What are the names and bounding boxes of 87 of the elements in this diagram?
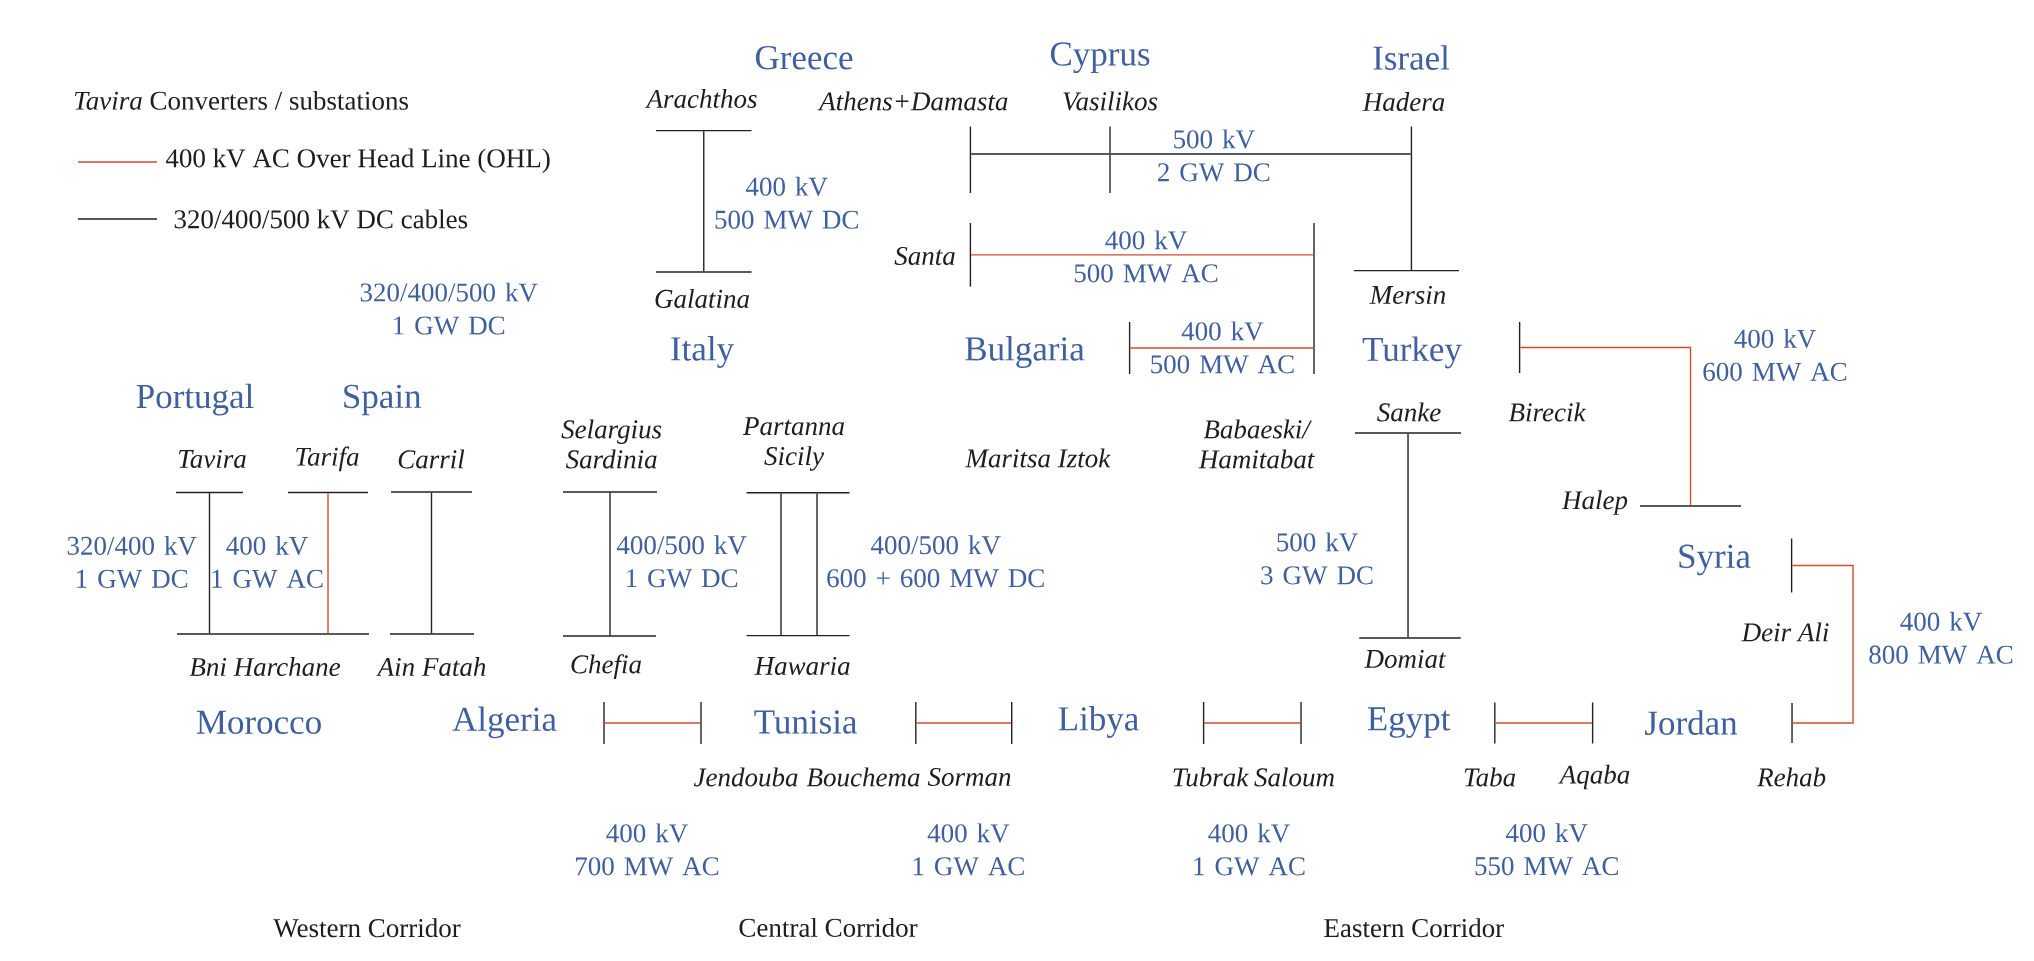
- station-name: Sorman: [927, 767, 1011, 787]
- corridor-name: Eastern Corridor: [1324, 918, 1504, 938]
- edge-label: 400 kV 1 GW AC: [913, 823, 1024, 876]
- power-line: [1791, 564, 1854, 724]
- station-name: Saloum: [1254, 767, 1334, 787]
- edge-label: 400 kV 600 MW AC: [1703, 328, 1847, 382]
- station-name: Halep: [1561, 490, 1628, 515]
- country-name: Libya: [1058, 706, 1139, 738]
- power-line: [1407, 433, 1409, 638]
- power-line: [1110, 153, 1412, 155]
- country-name: Syria: [1679, 544, 1751, 576]
- power-line: [1410, 192, 1413, 271]
- edge-label: 400 kV 550 MW AC: [1475, 823, 1618, 876]
- power-line: [1519, 346, 1692, 506]
- station-name: Mersin: [1369, 285, 1446, 305]
- station-name: Aqaba: [1558, 764, 1630, 790]
- country-name: Algeria: [452, 706, 557, 739]
- country-name: Egypt: [1367, 707, 1451, 738]
- station-name: Hawaria: [754, 656, 850, 676]
- country-name: Bulgaria: [965, 336, 1085, 368]
- edge-label: 320/400 kV 1 GW DC: [67, 535, 197, 589]
- power-line: [208, 492, 211, 634]
- edge-label: 400 kV 500 MW AC: [1151, 321, 1294, 374]
- station-name: Selargius Sardinia: [561, 419, 662, 469]
- power-line: [780, 492, 782, 636]
- station-name: Babaeski/ Hamitabat: [1198, 419, 1315, 469]
- country-name: Greece: [755, 45, 853, 70]
- country-name: Tunisia: [754, 710, 858, 734]
- power-line: [970, 153, 1110, 155]
- edge-label: 400/500 kV 1 GW DC: [616, 535, 747, 588]
- station-name: Galatina: [655, 289, 749, 308]
- legend-entry: 320/400/500 kV DC cables: [174, 209, 468, 229]
- station-name: Taba: [1464, 767, 1516, 787]
- power-line: [970, 254, 1314, 256]
- station-name: Jendouba: [693, 767, 798, 787]
- station-name: Bni Harchane: [189, 657, 340, 677]
- station-name: Carril: [398, 449, 465, 469]
- station-name: Hadera: [1362, 92, 1445, 112]
- power-line: [327, 492, 329, 634]
- station-name: Bouchema: [806, 767, 920, 787]
- power-line: [1203, 722, 1301, 724]
- station-name: Tavira: [179, 449, 246, 469]
- station-name: Tarifa: [296, 446, 359, 472]
- station-name: Domiat: [1364, 649, 1447, 669]
- station-name: Deir Ali: [1741, 622, 1829, 642]
- country-name: Portugal: [136, 383, 254, 416]
- corridor-name: Central Corridor: [739, 917, 918, 937]
- station-name: Athens+Damasta: [817, 91, 1008, 111]
- power-line: [915, 722, 1012, 724]
- power-line: [703, 130, 705, 272]
- edge-label: 500 kV 3 GW DC: [1261, 532, 1373, 585]
- station-name: Ain Fatah: [376, 657, 486, 677]
- edge-label: 500 kV 2 GW DC: [1158, 129, 1270, 182]
- edge-label: 400 kV 500 MW AC: [1074, 230, 1218, 283]
- country-name: Turkey: [1362, 336, 1462, 369]
- edge-label: 400 kV 800 MW AC: [1869, 611, 2013, 664]
- station-name: Vasilikos: [1063, 91, 1158, 111]
- edge-label: 400 kV 700 MW AC: [576, 823, 719, 876]
- station-name: Chefia: [571, 654, 641, 679]
- country-name: Morocco: [196, 710, 321, 735]
- country-name: Cyprus: [1050, 42, 1150, 74]
- legend-entry: 400 kV AC Over Head Line (OHL): [165, 148, 550, 173]
- country-name: Israel: [1373, 45, 1450, 70]
- station-name: Maritsa Iztok: [965, 448, 1111, 468]
- edge-label: 400 kV 500 MW DC: [715, 176, 858, 229]
- country-name: Italy: [671, 336, 734, 368]
- power-line: [816, 492, 818, 636]
- station-name: Rehab: [1756, 767, 1826, 787]
- edge-label: 400/500 kV 600 + 600 MW DC: [827, 535, 1044, 588]
- station-name: Arachthos: [645, 89, 757, 108]
- station-name: Santa: [894, 246, 955, 266]
- legend-entry: Tavira Converters / substations: [74, 90, 408, 110]
- station-name: Birecik: [1508, 402, 1586, 422]
- corridor-name: Western Corridor: [273, 918, 461, 938]
- station-name: Tubrak: [1173, 767, 1249, 787]
- country-name: Spain: [344, 384, 422, 416]
- power-line: [1129, 347, 1314, 349]
- station-name: Sanke: [1377, 402, 1441, 422]
- capacity-label: 320/400/500 kV 1 GW DC: [360, 282, 538, 335]
- power-line: [430, 492, 433, 634]
- power-line: [604, 722, 701, 724]
- edge-label: 400 kV 1 GW AC: [212, 535, 323, 589]
- power-line: [1494, 722, 1593, 724]
- country-name: Jordan: [1645, 710, 1738, 735]
- station-name: Partanna Sicily: [742, 417, 844, 471]
- power-line: [609, 492, 611, 636]
- edge-label: 400 kV 1 GW AC: [1194, 823, 1305, 876]
